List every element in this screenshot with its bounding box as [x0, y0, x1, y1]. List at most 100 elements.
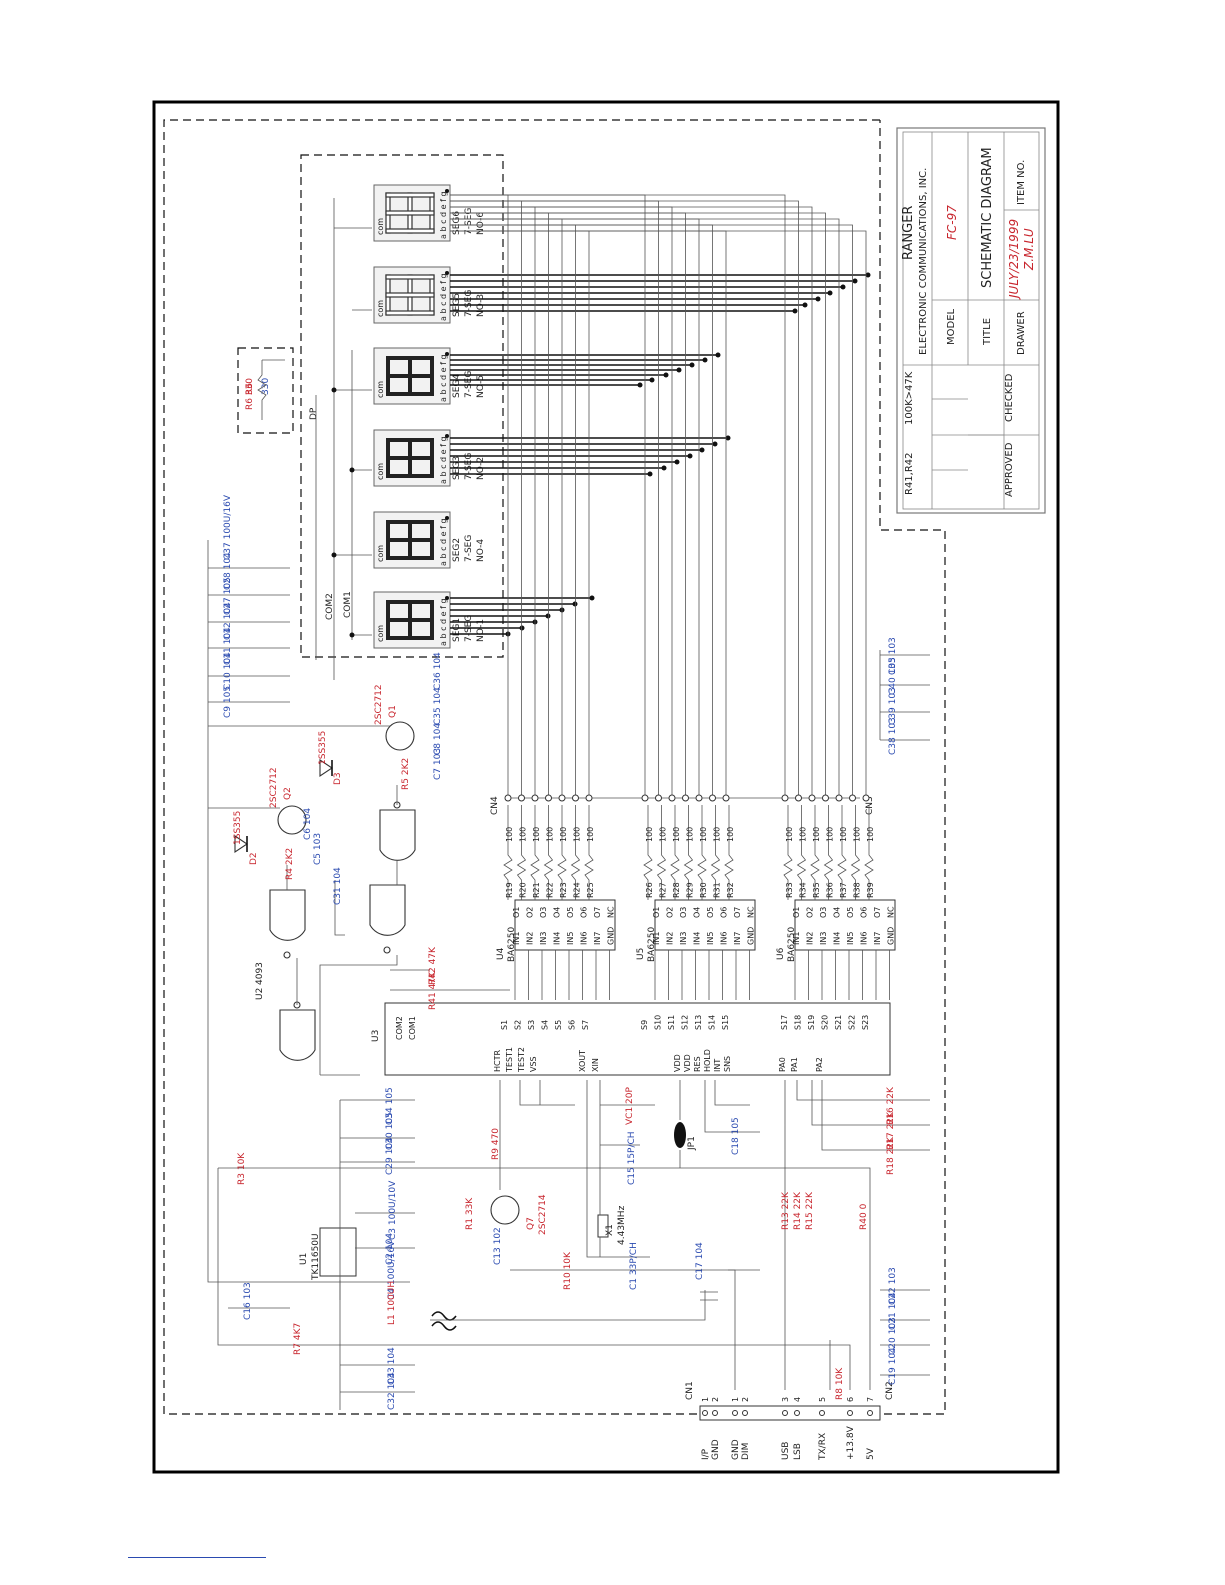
component-label: C29 104 — [385, 1137, 395, 1175]
component-label: C15 15P/CH — [627, 1131, 637, 1185]
component-label: C11 104 — [223, 627, 233, 665]
bus-junction — [852, 278, 858, 284]
bus-line — [450, 218, 700, 798]
d2-ref: D2 — [249, 852, 259, 865]
component-label: C27 105 — [223, 577, 233, 615]
bus-line — [450, 218, 840, 798]
driver-resistor-value: 100 — [672, 827, 681, 842]
driver-in-pin: GND — [887, 927, 896, 945]
drawer-name: Z.M.LU — [1022, 228, 1036, 271]
driver-resistor-value: 100 — [726, 827, 735, 842]
bus-line-bold — [450, 455, 691, 458]
cn4-label: CN4 — [490, 796, 500, 815]
revision-change: 100K>47K — [904, 371, 915, 425]
u1-ref: U1 — [299, 1253, 309, 1265]
driver-resistor: R35 — [812, 882, 821, 898]
display-pin-letters: a b c d e f g — [439, 191, 448, 239]
driver-resistor-value: 100 — [559, 827, 568, 842]
connector-pin — [822, 794, 829, 802]
component-label: R6 330 — [245, 378, 255, 410]
component-label: C30 105 — [385, 1112, 395, 1150]
driver-resistor: R25 — [586, 882, 595, 898]
footer-link-underline — [128, 1557, 266, 1558]
display-com-pin: com — [376, 463, 385, 480]
component-label: R4 2K2 — [285, 848, 295, 880]
component-label: R15 22K — [805, 1191, 815, 1230]
driver-in-pin: GND — [747, 927, 756, 945]
component-label: C40 103 — [888, 657, 898, 695]
driver-in-pin: IN6 — [720, 932, 729, 945]
bus-line-bold — [450, 603, 576, 606]
driver-out-pin: NC — [747, 906, 756, 918]
bus-line — [450, 200, 799, 798]
cn1-label: CN1 — [685, 1381, 695, 1400]
bus-line — [450, 200, 522, 798]
driver-in-pin: IN6 — [580, 932, 589, 945]
component-label: C4 100U/16V — [387, 1240, 397, 1300]
component-label: C5 103 — [313, 833, 323, 865]
mcu-pin-s21: S21 — [834, 1015, 843, 1030]
driver-in-pin: IN1 — [792, 932, 801, 945]
display-ref: SEG1 — [452, 618, 462, 642]
mcu-pin-s10: S10 — [654, 1015, 663, 1030]
mcu-pin-sns: SNS — [723, 1056, 732, 1072]
driver-in-pin: IN4 — [693, 932, 702, 945]
approved-label: APPROVED — [1004, 442, 1015, 497]
driver-resistor: R21 — [532, 882, 541, 898]
connector-pin — [835, 794, 843, 802]
driver-in-pin: IN1 — [652, 932, 661, 945]
component-label: R10 10K — [563, 1251, 573, 1290]
driver-resistor: R33 — [785, 882, 794, 898]
bus-line — [450, 230, 727, 798]
mcu-pin-s1: S1 — [500, 1020, 509, 1030]
u1-regulator — [319, 1227, 357, 1277]
component-label: R41 47K — [428, 971, 438, 1010]
io-pin-name: DIM — [741, 1443, 751, 1460]
connector-pin — [572, 794, 579, 802]
mcu-pin-pa0: PA0 — [778, 1057, 787, 1072]
u1-part: TK11650U — [311, 1233, 321, 1281]
mcu-pin-test1: TEST1 — [505, 1047, 514, 1073]
driver-resistor: R37 — [839, 882, 848, 898]
driver-out-pin: O4 — [693, 907, 702, 918]
component-label: R9 470 — [491, 1128, 501, 1160]
component-label: C18 105 — [731, 1117, 741, 1155]
mcu-u3-ref: U3 — [371, 1030, 381, 1042]
r6-value: 330 — [261, 378, 271, 395]
bus-junction — [674, 459, 680, 465]
driver-out-pin: O5 — [706, 907, 715, 918]
driver-out-pin: O3 — [539, 907, 548, 918]
bus-line — [450, 230, 867, 798]
io-pin-number: 5 — [818, 1397, 827, 1402]
component-label: R40 0 — [859, 1203, 869, 1230]
io-pin-number: 7 — [866, 1397, 875, 1402]
driver-out-pin: O2 — [526, 907, 535, 918]
component-label: C8 104 — [433, 723, 443, 755]
connector-pin — [795, 794, 802, 802]
bus-junction — [699, 447, 705, 453]
title-value: SCHEMATIC DIAGRAM — [980, 147, 995, 288]
mcu-pin-vdd: VDD — [673, 1054, 682, 1072]
component-label: R16 22K — [886, 1086, 896, 1125]
bus-junction — [519, 625, 525, 631]
bus-junction — [802, 302, 808, 308]
driver-in-pin: IN5 — [706, 932, 715, 945]
display-pin-letters: a b c d e f g — [439, 598, 448, 646]
bus-junction — [676, 367, 682, 373]
d3-part: 1SS355 — [318, 731, 328, 765]
model-label: MODEL — [946, 308, 957, 345]
mcu-pin-s18: S18 — [794, 1015, 803, 1030]
component-label: C28 104 — [223, 552, 233, 590]
mcu-pin-s4: S4 — [541, 1020, 550, 1030]
main-wiring — [207, 540, 930, 1410]
x1-ref: X1 — [605, 1224, 615, 1236]
mcu-pin-com1: COM1 — [408, 1016, 417, 1040]
driver-out-pin: O4 — [833, 907, 842, 918]
mcu-pin-s20: S20 — [821, 1015, 830, 1030]
driver-in-pin: IN1 — [512, 932, 521, 945]
driver-in-pin: IN4 — [833, 932, 842, 945]
u2-part: 4093 — [255, 962, 265, 985]
